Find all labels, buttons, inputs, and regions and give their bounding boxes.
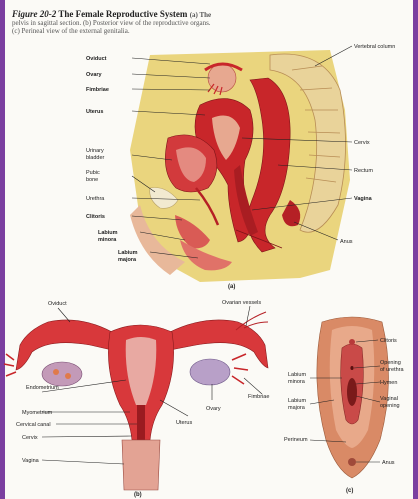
label-anus: Anus — [340, 239, 353, 245]
label-opening-urethra-2: of urethra — [380, 367, 404, 373]
label-myometrium: Myometrium — [22, 410, 53, 416]
label-pubic-bone-1: Pubic — [86, 170, 100, 176]
anus-shape — [348, 458, 356, 466]
clitoris-shape — [349, 339, 355, 345]
panel-c-id: (c) — [346, 488, 353, 494]
label-vaginal-opening-2: opening — [380, 403, 400, 409]
label-anus-c: Anus — [382, 460, 395, 466]
label-labium-minora-2: minora — [98, 237, 117, 243]
label-clitoris-c: Clitoris — [380, 338, 397, 344]
label-labium-minora-c-2: minora — [288, 379, 306, 385]
label-uterus: Uterus — [86, 109, 103, 115]
left-ovary — [42, 362, 82, 386]
label-hymen: Hymen — [380, 380, 397, 386]
label-uterus-b: Uterus — [176, 420, 192, 426]
label-fimbriae: Fimbriae — [86, 87, 109, 93]
label-oviduct-b: Oviduct — [48, 301, 67, 307]
panel-a-sagittal-section: Oviduct Ovary Fimbriae Uterus Urinary bl… — [86, 44, 395, 290]
label-oviduct: Oviduct — [86, 56, 107, 62]
label-labium-majora-2: majora — [118, 257, 137, 263]
label-urinary-bladder-2: bladder — [86, 155, 105, 161]
label-clitoris: Clitoris — [86, 214, 105, 220]
panel-c-perineal-view: Clitoris Opening of urethra Hymen Vagina… — [284, 317, 404, 494]
left-fimbriae — [4, 354, 16, 376]
label-vagina-b: Vagina — [22, 458, 40, 464]
label-labium-minora-1: Labium — [98, 230, 118, 236]
label-ovary: Ovary — [86, 72, 103, 78]
panel-b-id: (b) — [134, 492, 142, 498]
label-cervical-canal: Cervical canal — [16, 422, 51, 428]
label-perineum: Perineum — [284, 437, 308, 443]
label-labium-majora-1: Labium — [118, 250, 138, 256]
label-urinary-bladder-1: Urinary — [86, 148, 104, 154]
label-labium-majora-c-1: Labium — [288, 398, 306, 404]
panel-a-id: (a) — [228, 284, 235, 290]
left-ovary-follicle — [65, 373, 71, 379]
urethral-opening-shape — [350, 366, 353, 370]
label-pubic-bone-2: bone — [86, 177, 98, 183]
label-opening-urethra-1: Opening — [380, 360, 401, 366]
label-endometrium: Endometrium — [26, 385, 59, 391]
vagina-shape — [122, 440, 160, 490]
cervical-canal-shape — [137, 405, 145, 440]
label-vertebral-column: Vertebral column — [354, 44, 395, 50]
label-ovarian-vessels: Ovarian vessels — [222, 300, 261, 306]
right-ovary — [190, 359, 230, 385]
label-labium-minora-c-1: Labium — [288, 372, 306, 378]
panel-b-posterior-view: Oviduct Ovarian vessels Endometrium Myom… — [4, 300, 269, 498]
label-fimbriae-b: Fimbriae — [248, 394, 269, 400]
label-urethra: Urethra — [86, 196, 105, 202]
left-ovary-follicle — [53, 369, 59, 375]
vaginal-opening-shape — [347, 378, 357, 406]
label-ovary-b: Ovary — [206, 406, 221, 412]
label-vaginal-opening-1: Vaginal — [380, 396, 398, 402]
label-cervix: Cervix — [354, 140, 370, 146]
label-vagina: Vagina — [354, 196, 373, 202]
label-labium-majora-c-2: majora — [288, 405, 306, 411]
label-cervix-b: Cervix — [22, 435, 38, 441]
label-rectum: Rectum — [354, 168, 373, 174]
